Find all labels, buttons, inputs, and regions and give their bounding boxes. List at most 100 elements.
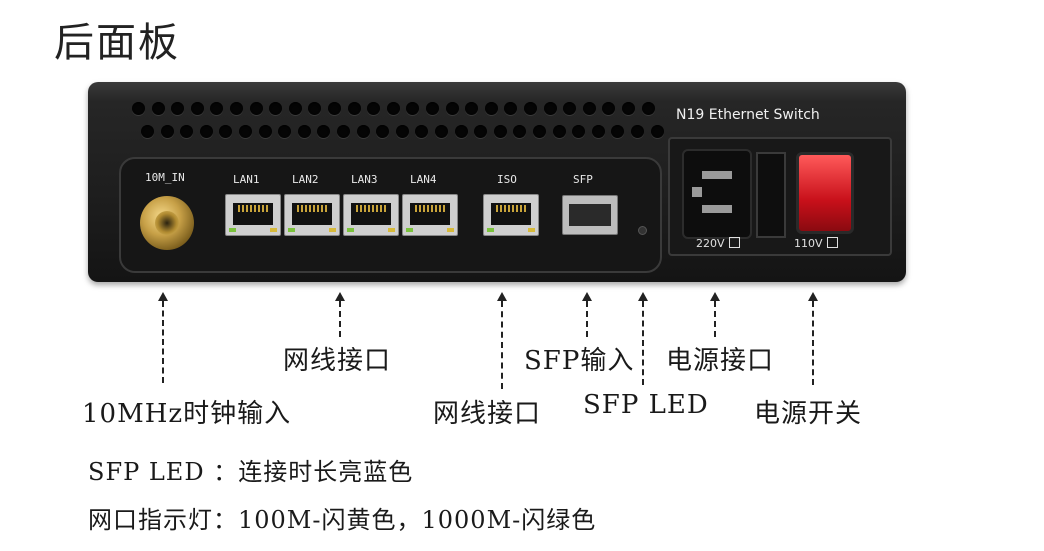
vent-hole [278,125,292,138]
vent-hole [317,125,331,138]
vent-hole [239,125,252,138]
vent-hole [297,125,311,138]
callout-power-switch: 电源开关 [754,399,863,429]
arrowhead-icon [335,292,345,301]
checkbox-220v [728,237,740,248]
callout-power-port: 电源接口 [666,346,775,376]
vent-hole [454,125,468,138]
vent-hole [386,102,400,115]
vent-hole [151,102,165,115]
label-iso: ISO [497,173,517,186]
rj45-port-lan3[interactable] [343,194,399,236]
vent-hole [474,125,488,138]
vent-hole [563,102,577,115]
sfp-port[interactable] [562,195,618,235]
rj45-port-iso[interactable] [483,194,539,236]
leader-power-port [714,301,718,337]
vent-hole [484,102,498,115]
vent-hole [190,102,204,115]
vent-hole [347,102,361,115]
vent-hole [395,125,409,138]
vent-hole [171,102,185,115]
device-name: N19 Ethernet Switch [676,107,820,123]
power-inlet[interactable] [682,149,752,239]
vent-hole [269,102,283,115]
vent-hole [415,125,429,138]
vent-hole [376,125,390,138]
power-rocker-switch[interactable] [796,152,854,234]
sfp-led-indicator [638,226,647,235]
voltage-110-label: 110V [794,237,838,250]
vent-hole [435,125,448,138]
leader-network-upper [339,301,343,337]
checkbox-110v [826,237,838,248]
vent-hole [180,125,194,138]
vent-hole [160,125,174,138]
arrowhead-icon [582,292,592,301]
inlet-pin [702,171,732,179]
arrowhead-icon [710,292,720,301]
vent-hole [132,102,145,115]
vent-hole [219,125,233,138]
vent-hole [533,125,546,138]
vent-hole [199,125,213,138]
vent-hole [328,102,341,115]
vent-hole [602,102,616,115]
vent-hole [504,102,518,115]
inlet-pin [702,205,732,213]
leader-sfp-input [586,301,590,337]
vent-hole [513,125,527,138]
switch-rear-panel: N19 Ethernet Switch 10M_IN LAN1 LAN2 LAN… [88,82,906,282]
vent-hole [141,125,154,138]
rj45-port-lan1[interactable] [225,194,281,236]
arrowhead-icon [158,292,168,301]
vent-hole [445,102,459,115]
arrowhead-icon [808,292,818,301]
leader-clock-input [162,301,166,383]
vent-hole [493,125,507,138]
label-10m-in: 10M_IN [145,171,185,184]
vent-hole [288,102,302,115]
vent-hole [406,102,420,115]
voltage-selector[interactable] [756,152,786,238]
label-lan4: LAN4 [410,173,437,186]
vent-hole [641,102,655,115]
callout-clock-input: 10MHz时钟输入 [82,399,292,429]
callout-sfp-input: SFP输入 [524,346,635,376]
vent-hole [230,102,243,115]
bnc-center [155,211,179,235]
callout-network-upper: 网线接口 [283,346,392,376]
rj45-port-lan2[interactable] [284,194,340,236]
vent-hole [426,102,439,115]
vent-hole [308,102,322,115]
vent-hole [611,125,625,138]
vent-hole [552,125,566,138]
callout-network-lower: 网线接口 [433,399,542,429]
rj45-port-lan4[interactable] [402,194,458,236]
leader-power-switch [812,301,816,385]
bnc-connector-10m-in[interactable] [140,196,194,250]
label-lan1: LAN1 [233,173,260,186]
ventilation-grille [132,102,664,146]
label-sfp: SFP [573,173,593,186]
voltage-220-label: 220V [696,237,740,250]
vent-hole [622,102,635,115]
arrowhead-icon [638,292,648,301]
vent-hole [367,102,381,115]
vent-hole [631,125,644,138]
vent-hole [650,125,664,138]
port-panel: 10M_IN LAN1 LAN2 LAN3 LAN4 ISO SFP [119,157,662,273]
vent-hole [572,125,586,138]
vent-hole [249,102,263,115]
inlet-pin [692,187,702,197]
label-lan2: LAN2 [292,173,319,186]
vent-hole [337,125,350,138]
note-port-indicator: 网口指示灯：100M-闪黄色，1000M-闪绿色 [88,506,597,534]
vent-hole [524,102,537,115]
vent-hole [543,102,557,115]
leader-network-lower [501,301,505,389]
note-sfp-led: SFP LED ：连接时长亮蓝色 [88,458,414,486]
vent-hole [356,125,370,138]
page-title: 后面板 [54,20,180,66]
vent-hole [582,102,596,115]
